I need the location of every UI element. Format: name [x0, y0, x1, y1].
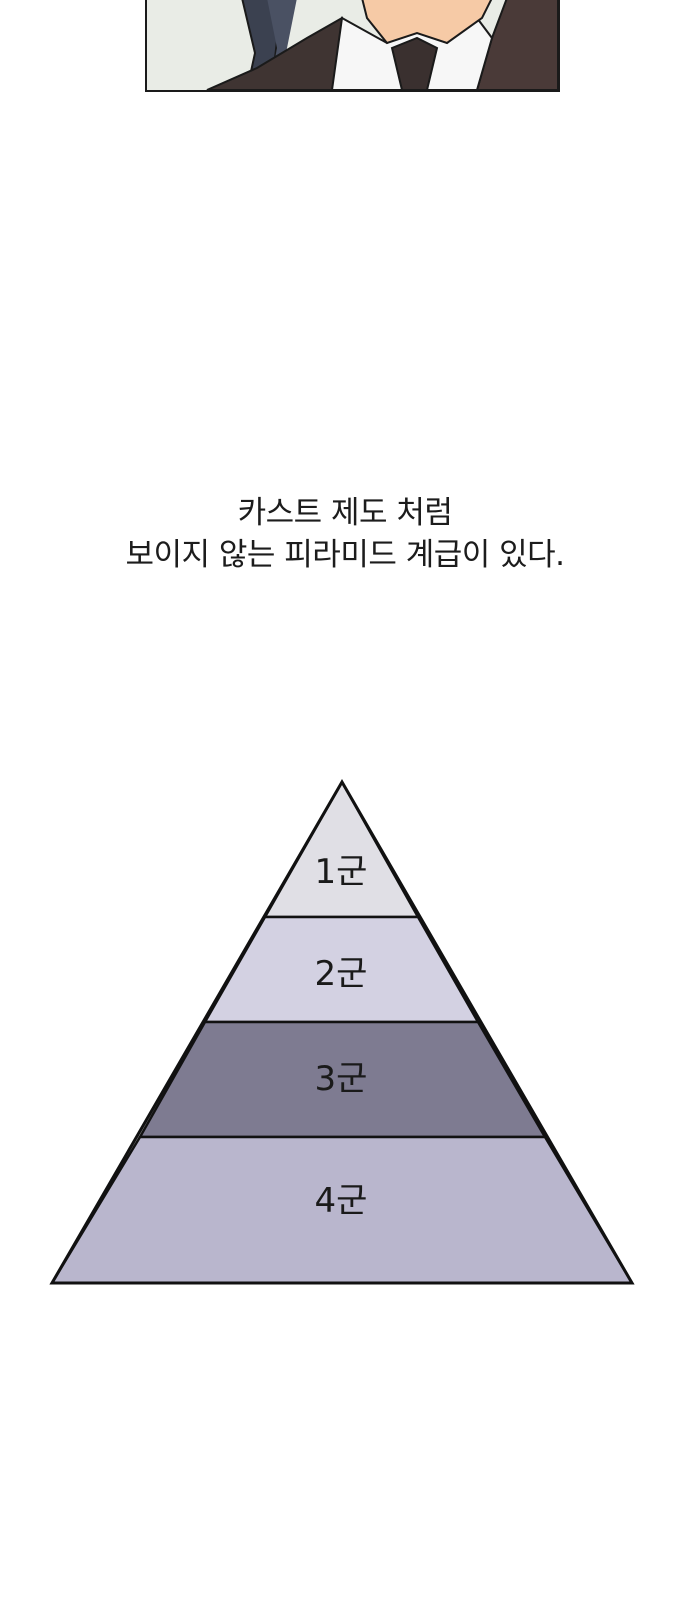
caption-line-2: 보이지 않는 피라미드 계급이 있다. [125, 537, 565, 573]
caption-line-1: 카스트 제도 처럼 [237, 495, 453, 531]
pyramid-tier-3-label: 3군 [315, 1059, 368, 1099]
pyramid-tier-1-label: 1군 [315, 852, 368, 892]
pyramid-tier-2-label: 2군 [315, 954, 368, 994]
narration-caption: 카스트 제도 처럼 보이지 않는 피라미드 계급이 있다. [0, 492, 690, 576]
pyramid-outline [49, 779, 635, 1285]
character-illustration [147, 0, 558, 90]
pyramid-tier-1 [262, 779, 421, 919]
comic-panel-crop [145, 0, 560, 92]
hierarchy-pyramid: 1군 2군 3군 4군 [49, 779, 635, 1285]
pyramid-tier-4-label: 4군 [315, 1181, 368, 1221]
